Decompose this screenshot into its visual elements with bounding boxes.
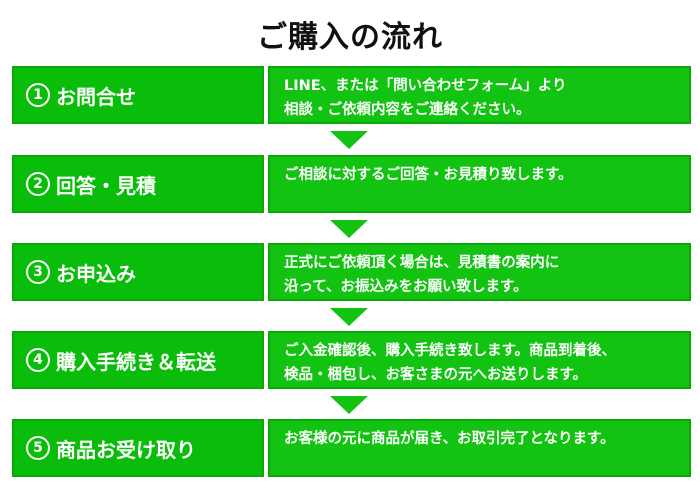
page-title: ご購入の流れ (257, 20, 443, 55)
step-3: 3 お申込み 正式にご依頼頂く場合は、見積書の案内に 沿って、お振込みをお願い致… (12, 243, 691, 301)
step-2-label-box: 2 回答・見積 (12, 155, 264, 213)
step-5-text-line-1: お客様の元に商品が届き、お取引完了となります。 (284, 431, 615, 447)
down-arrow-icon (330, 308, 368, 326)
step-1-label: お問合せ (56, 84, 136, 109)
down-arrow-icon (330, 131, 368, 149)
step-3-label: お申込み (56, 261, 136, 286)
step-3-label-box: 3 お申込み (12, 243, 264, 301)
down-arrow-icon (330, 220, 368, 238)
step-4-description: ご入金確認後、購入手続き致します。商品到着後、 検品・梱包し、お客さまの元へお送… (268, 331, 691, 389)
step-4-label: 購入手続き＆転送 (56, 349, 216, 374)
step-4-number-icon: 4 (26, 348, 50, 372)
step-1-text-line-2: 相談・ご依頼内容をご連絡ください。 (284, 102, 531, 118)
step-1-description: LINE、または「問い合わせフォーム」より 相談・ご依頼内容をご連絡ください。 (268, 66, 691, 124)
step-1-text-line-1: LINE、または「問い合わせフォーム」より (284, 78, 567, 94)
step-5-label-box: 5 商品お受け取り (12, 419, 264, 477)
step-4: 4 購入手続き＆転送 ご入金確認後、購入手続き致します。商品到着後、 検品・梱包… (12, 331, 691, 389)
step-4-text-line-1: ご入金確認後、購入手続き致します。商品到着後、 (284, 343, 617, 359)
step-1-label-box: 1 お問合せ (12, 66, 264, 124)
step-3-text-line-2: 沿って、お振込みをお願い致します。 (284, 279, 528, 295)
step-2-label: 回答・見積 (56, 173, 156, 198)
step-5-description: お客様の元に商品が届き、お取引完了となります。 (268, 419, 691, 477)
step-5: 5 商品お受け取り お客様の元に商品が届き、お取引完了となります。 (12, 419, 691, 477)
step-3-text-line-1: 正式にご依頼頂く場合は、見積書の案内に (284, 255, 560, 271)
step-3-description: 正式にご依頼頂く場合は、見積書の案内に 沿って、お振込みをお願い致します。 (268, 243, 691, 301)
step-5-label: 商品お受け取り (56, 437, 196, 462)
step-4-text-line-2: 検品・梱包し、お客さまの元へお送りします。 (284, 367, 588, 383)
step-4-label-box: 4 購入手続き＆転送 (12, 331, 264, 389)
step-1: 1 お問合せ LINE、または「問い合わせフォーム」より 相談・ご依頼内容をご連… (12, 66, 691, 124)
step-2-description: ご相談に対するご回答・お見積り致します。 (268, 155, 691, 213)
step-2: 2 回答・見積 ご相談に対するご回答・お見積り致します。 (12, 155, 691, 213)
step-2-text-line-1: ご相談に対するご回答・お見積り致します。 (284, 167, 573, 183)
step-2-number-icon: 2 (26, 172, 50, 196)
down-arrow-icon (330, 396, 368, 414)
step-3-number-icon: 3 (26, 260, 50, 284)
step-1-number-icon: 1 (26, 83, 50, 107)
step-5-number-icon: 5 (26, 436, 50, 460)
